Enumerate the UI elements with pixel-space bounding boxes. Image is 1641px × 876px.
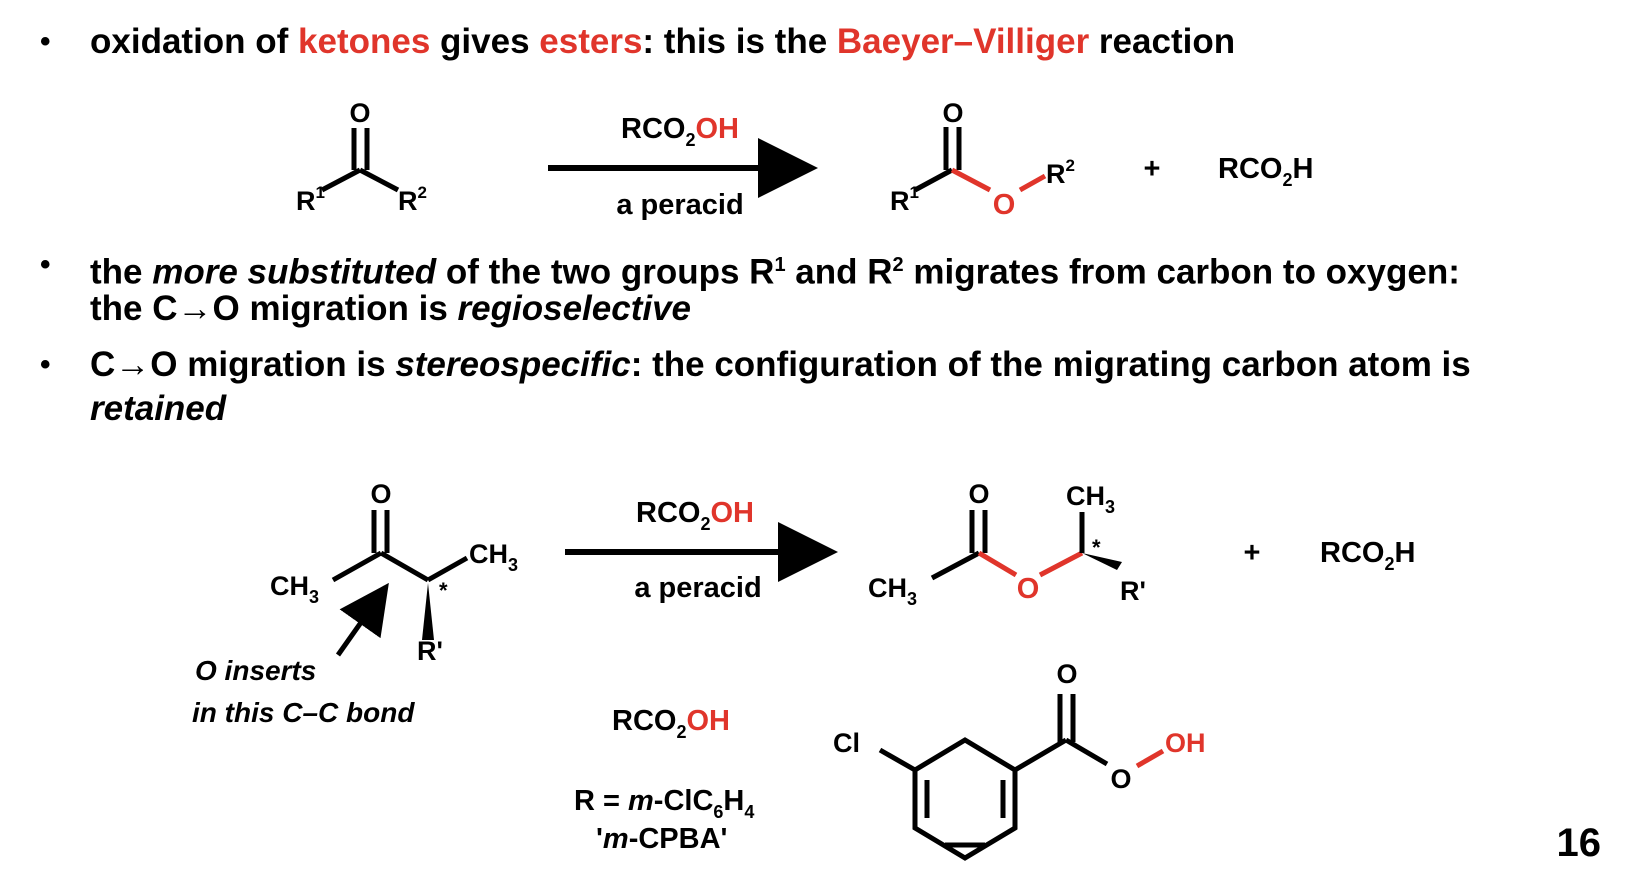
ketone-oxygen: O	[349, 98, 370, 128]
byproduct-1: RCO2H	[1218, 153, 1313, 190]
scheme-1: O R1 R2 RCO2OH a peracid O O R1 R2 + RCO…	[296, 98, 1313, 221]
plus-1: +	[1144, 153, 1161, 185]
bullet-3-line-1: C→O migration is stereospecific: the con…	[90, 345, 1471, 384]
mcpba-carbonyl-oxygen: O	[1056, 659, 1077, 689]
starting-ketone-structure	[331, 510, 469, 583]
product-ether-oxygen: O	[1017, 573, 1040, 605]
ester-carbonyl-oxygen: O	[942, 98, 963, 128]
product-rprime: R'	[1120, 576, 1146, 606]
ester-r2: R2	[1046, 156, 1075, 189]
mcpba-section: RCO2OH R = m-ClC6H4 'm-CPBA' Cl O O OH	[574, 659, 1206, 861]
term-ketones: ketones	[298, 22, 431, 61]
sm-ch3-right: CH3	[469, 539, 518, 575]
scheme-2: O CH3 CH3 * R' O inserts in this C–C bon…	[192, 479, 1415, 728]
insertion-note-line-2: in this C–C bond	[192, 697, 415, 728]
ketone-r2: R2	[398, 183, 427, 216]
product-carbonyl-oxygen: O	[968, 479, 989, 509]
mcpba-abbreviation: 'm-CPBA'	[596, 823, 727, 855]
sm-rprime: R'	[417, 636, 443, 666]
sm-stereo-star: *	[439, 578, 448, 603]
product-ch3-top: CH3	[1066, 481, 1115, 517]
ester-r1: R1	[890, 183, 919, 216]
r-definition: R = m-ClC6H4	[574, 785, 754, 822]
bullet-dot: •	[40, 348, 51, 381]
insertion-note-line-1: O inserts	[195, 655, 316, 686]
bullet-2-line-1: the more substituted of the two groups R…	[90, 252, 1460, 292]
condition-1: a peracid	[616, 189, 743, 221]
mcpba-peroxy-oxygen: O	[1110, 764, 1131, 794]
wedge-bond-product	[1082, 553, 1122, 570]
byproduct-2: RCO2H	[1320, 537, 1415, 574]
bullet-2-line-2: the C→O migration is regioselective	[90, 289, 692, 328]
bullet-dot: •	[40, 248, 51, 281]
plus-2: +	[1244, 537, 1261, 569]
product-ch3-left: CH3	[868, 573, 917, 609]
ketone-r1: R1	[296, 183, 325, 216]
reagent-2: RCO2OH	[636, 497, 754, 534]
sm-ch3-left: CH3	[270, 571, 319, 607]
mcpba-structure	[878, 694, 1165, 861]
ketone-structure	[320, 128, 400, 193]
bullet-3-line-2: retained	[90, 389, 227, 428]
mcpba-formula: RCO2OH	[612, 705, 730, 742]
page-number: 16	[1556, 821, 1602, 865]
ester-ether-oxygen: O	[993, 189, 1016, 221]
condition-2: a peracid	[634, 572, 761, 604]
bullet-dot: •	[40, 25, 51, 58]
mcpba-oh: OH	[1165, 728, 1206, 758]
product-ester-structure	[930, 510, 1085, 581]
insertion-arrow	[335, 582, 389, 657]
term-esters: esters	[539, 22, 643, 61]
sm-oxygen: O	[370, 479, 391, 509]
term-baeyer-villiger: Baeyer–Villiger	[836, 22, 1090, 61]
ester-structure	[913, 127, 1047, 193]
wedge-bond-sm	[422, 583, 434, 640]
mcpba-cl: Cl	[833, 728, 860, 758]
reagent-1: RCO2OH	[621, 113, 739, 150]
bullet-1-text: oxidation of ketones gives esters: this …	[90, 22, 1236, 61]
product-stereo-star: *	[1092, 535, 1101, 560]
